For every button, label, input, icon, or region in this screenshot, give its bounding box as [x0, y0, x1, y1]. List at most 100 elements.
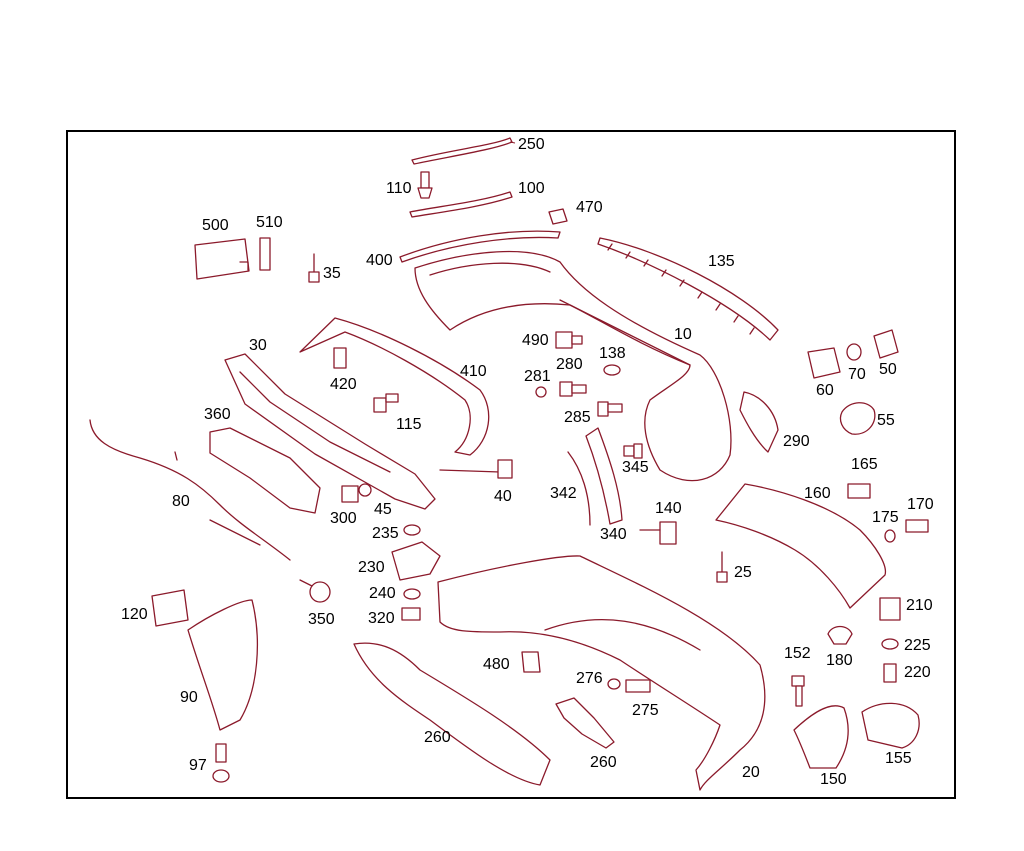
callout-90: 90	[180, 689, 198, 706]
callout-20: 20	[742, 764, 760, 781]
callout-210: 210	[906, 597, 933, 614]
part-360-energy-absorber	[209, 427, 321, 514]
callout-260-right: 260	[590, 754, 617, 771]
callout-225: 225	[904, 637, 931, 654]
callout-250: 250	[518, 136, 545, 153]
callout-10: 10	[674, 326, 692, 343]
callout-165: 165	[851, 456, 878, 473]
callout-360: 360	[204, 406, 231, 423]
callout-500: 500	[202, 217, 229, 234]
callout-60: 60	[816, 382, 834, 399]
part-250-trim-strip	[411, 137, 516, 165]
callout-320: 320	[368, 610, 395, 627]
callout-345: 345	[622, 459, 649, 476]
part-275-bolt	[625, 679, 651, 693]
part-35-pin	[308, 253, 320, 283]
part-470-clip	[548, 208, 568, 225]
part-342-strip	[567, 451, 591, 526]
part-115-clip	[373, 393, 399, 413]
part-340-reflector	[585, 427, 623, 525]
part-120-plate	[151, 589, 189, 627]
callout-110: 110	[386, 180, 412, 197]
callout-281: 281	[524, 368, 551, 385]
part-490-bolt	[555, 331, 583, 349]
part-276-washer	[607, 678, 621, 690]
callout-115: 115	[396, 416, 422, 433]
callout-240: 240	[369, 585, 396, 602]
part-260-side-guide-left	[353, 642, 551, 786]
callout-150: 150	[820, 771, 847, 788]
part-60-sensor	[807, 347, 841, 379]
part-170-bolt	[905, 519, 929, 533]
part-220-screw	[883, 663, 897, 683]
callout-170: 170	[907, 496, 934, 513]
callout-300: 300	[330, 510, 357, 527]
part-350-bracket	[299, 579, 331, 603]
callout-235: 235	[372, 525, 399, 542]
callout-400: 400	[366, 252, 393, 269]
diagram-frame	[66, 130, 956, 799]
callout-138: 138	[599, 345, 626, 362]
callout-180: 180	[826, 652, 853, 669]
part-80-wiring-harness	[89, 419, 291, 561]
callout-120: 120	[121, 606, 148, 623]
callout-30: 30	[249, 337, 267, 354]
part-100-trim-strip	[409, 191, 513, 218]
part-30-bumper-carrier	[224, 353, 436, 510]
part-25-pin	[716, 551, 728, 583]
part-210-mount	[879, 597, 901, 621]
part-230-bracket	[391, 541, 441, 581]
callout-410: 410	[460, 363, 487, 380]
part-180-cap	[827, 625, 853, 645]
callout-100: 100	[518, 180, 545, 197]
part-50-holder	[873, 329, 899, 359]
callout-152: 152	[784, 645, 811, 662]
callout-97: 97	[189, 757, 207, 774]
part-55-cap	[839, 402, 876, 435]
part-480-clip	[521, 651, 541, 673]
callout-275: 275	[632, 702, 659, 719]
callout-160: 160	[804, 485, 831, 502]
callout-260-left: 260	[424, 729, 451, 746]
callout-470: 470	[576, 199, 603, 216]
callout-175: 175	[872, 509, 899, 526]
part-40-bracket	[439, 459, 513, 479]
part-400-trim-strip	[399, 230, 561, 263]
part-281-washer	[535, 386, 547, 398]
part-90-side-bracket	[187, 599, 258, 731]
part-280-screw	[559, 381, 587, 397]
callout-276: 276	[576, 670, 603, 687]
callout-230: 230	[358, 559, 385, 576]
part-290-cover	[739, 391, 779, 453]
part-150-bracket	[793, 705, 849, 769]
callout-510: 510	[256, 214, 283, 231]
callout-55: 55	[877, 412, 895, 429]
callout-135: 135	[708, 253, 735, 270]
callout-290: 290	[783, 433, 810, 450]
part-135-load-protection-strip	[597, 237, 779, 341]
callout-342: 342	[550, 485, 577, 502]
part-175-washer	[884, 529, 896, 543]
callout-80: 80	[172, 493, 190, 510]
part-345-screw	[623, 443, 643, 459]
callout-490: 490	[522, 332, 549, 349]
part-240-ring	[403, 588, 421, 600]
part-510-bracket	[259, 237, 271, 271]
callout-45: 45	[374, 501, 392, 518]
part-260-side-guide-right	[555, 697, 615, 749]
callout-340: 340	[600, 526, 627, 543]
part-155-housing	[861, 702, 920, 749]
part-165-bolt	[847, 483, 871, 499]
callout-155: 155	[885, 750, 912, 767]
callout-50: 50	[879, 361, 897, 378]
part-70-ring	[846, 343, 862, 361]
callout-70: 70	[848, 366, 866, 383]
part-300-bushing	[341, 485, 359, 503]
callout-35: 35	[323, 265, 341, 282]
callout-280: 280	[556, 356, 583, 373]
part-45-washer	[358, 483, 372, 497]
part-225-washer	[881, 638, 899, 650]
part-285-clip	[597, 401, 623, 417]
part-420-clip	[333, 347, 347, 369]
